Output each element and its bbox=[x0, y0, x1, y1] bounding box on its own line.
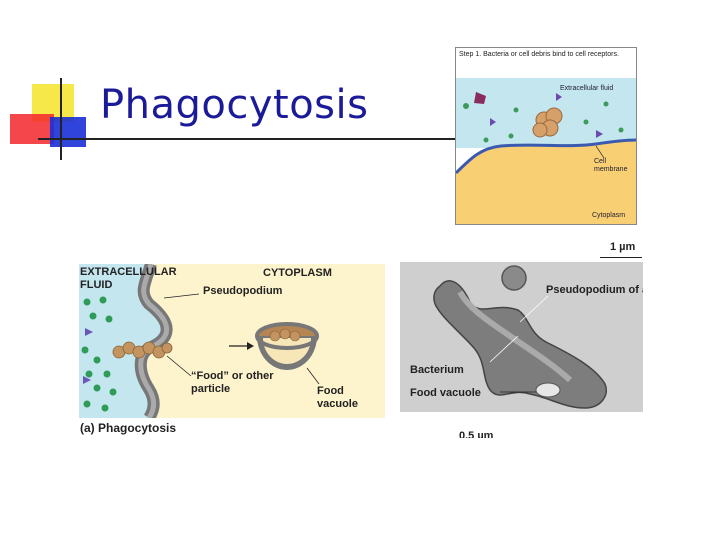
title-vertical-rule bbox=[60, 78, 62, 160]
scale-label-bottom: 0.5 µm bbox=[459, 430, 494, 438]
bacterium-label: Bacterium bbox=[410, 364, 464, 376]
micrograph-food-vacuole-label: Food vacuole bbox=[410, 387, 481, 399]
inset-extracellular-label: Extracellular fluid bbox=[560, 85, 614, 92]
phagocytosis-diagram: EXTRACELLULAR FLUID CYTOPLASM Pseudopodi… bbox=[79, 264, 385, 418]
extracellular-fluid-label: EXTRACELLULAR FLUID bbox=[80, 266, 177, 291]
slide-title: Phagocytosis bbox=[100, 82, 369, 128]
phagocytosis-illustration bbox=[79, 264, 385, 418]
cytoplasm-label: CYTOPLASM bbox=[263, 267, 332, 279]
micrograph-image bbox=[400, 262, 643, 412]
food-particle-label: “Food” or other particle bbox=[191, 370, 274, 395]
scale-label-top: 1 µm bbox=[610, 241, 636, 253]
inset-step-caption: Step 1. Bacteria or cell debris bind to … bbox=[459, 51, 619, 58]
inset-illustration bbox=[456, 48, 636, 224]
food-vacuole-label: Food vacuole bbox=[317, 385, 358, 410]
inset-cytoplasm-label: Cytoplasm bbox=[592, 212, 626, 219]
pseudopodium-label: Pseudopodium bbox=[203, 285, 283, 297]
inset-membrane-label: Cell membrane bbox=[594, 158, 628, 173]
figure-caption-a: (a) Phagocytosis bbox=[80, 421, 177, 435]
title-underline bbox=[38, 138, 460, 140]
scale-bar-top bbox=[600, 257, 642, 258]
amoeba-micrograph: Pseudopodium of amoeba Bacterium Food va… bbox=[400, 262, 643, 412]
phagocytosis-step-inset: Step 1. Bacteria or cell debris bind to … bbox=[455, 47, 637, 225]
title-decoration-blue bbox=[50, 117, 86, 147]
amoeba-pseudopodium-label: Pseudopodium of amoeba bbox=[546, 284, 643, 296]
